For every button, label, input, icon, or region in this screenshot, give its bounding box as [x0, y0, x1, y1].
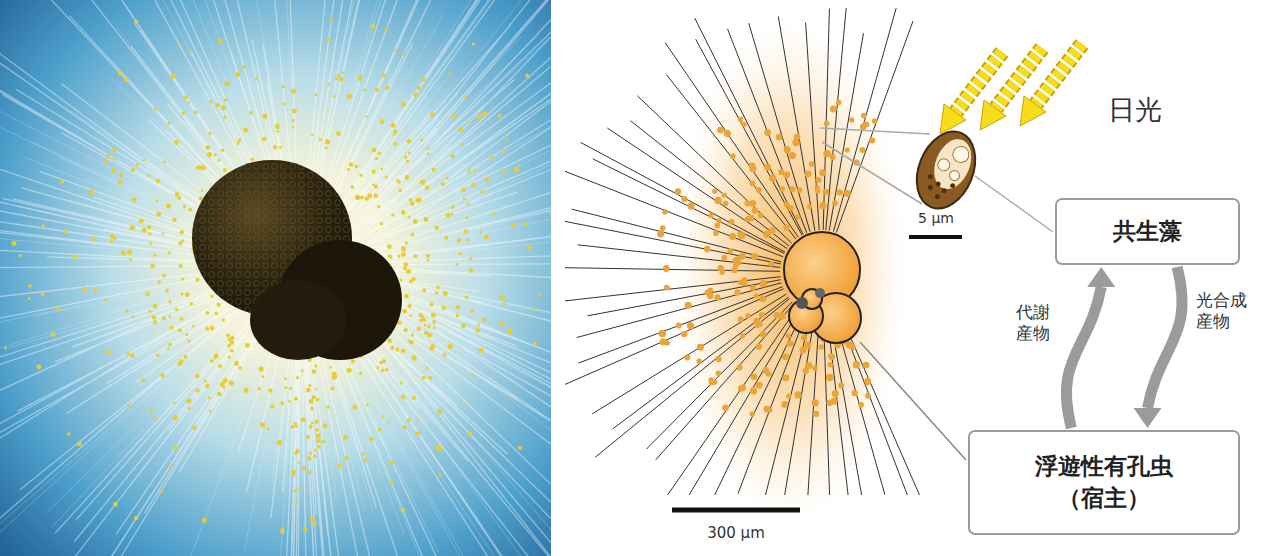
shell-aperture	[815, 288, 825, 298]
arrowhead	[1134, 408, 1162, 428]
sunlight-label: 日光	[1108, 94, 1162, 125]
granule	[935, 181, 941, 187]
photo-spines	[0, 0, 551, 556]
arrow-shaft	[1148, 267, 1183, 408]
box-subtitle: （宿主）	[1058, 483, 1150, 514]
scale-label-wrap: 5 µm	[918, 210, 954, 226]
sunlight-label-wrap: 日光	[1108, 92, 1162, 128]
zoom-line	[822, 142, 922, 204]
shell-illustration	[784, 232, 861, 343]
vacuole	[950, 144, 971, 165]
sunlight-arrows	[940, 44, 1082, 134]
edge-label: 光合成 産物	[1196, 290, 1250, 333]
process-box: 浮遊性有孔虫（宿主）	[968, 430, 1240, 535]
granule	[941, 188, 947, 194]
cell-interior	[927, 134, 978, 195]
scale-label-wrap: 300 µm	[707, 524, 765, 542]
photo-shell	[192, 160, 402, 360]
cytoplasm-glow	[675, 22, 905, 522]
shell-chamber	[250, 280, 346, 360]
sun-arrow-shaft	[1036, 44, 1082, 104]
arrow-shaft	[1066, 287, 1101, 428]
scale-label: 300 µm	[707, 524, 765, 542]
photo-spines	[0, 0, 551, 556]
vacuole	[948, 169, 961, 182]
illustration-spines	[565, 8, 920, 495]
cell-wall	[906, 123, 986, 217]
granule	[927, 184, 933, 190]
leader-line	[975, 176, 1053, 232]
edge-label: 代謝 産物	[1016, 302, 1053, 345]
zoom-line	[820, 128, 930, 134]
photo-dots	[4, 18, 541, 534]
sun-arrow-head	[1020, 96, 1046, 126]
scale-bar	[672, 508, 800, 513]
granule	[950, 182, 956, 188]
box-title: 共生藻	[1113, 216, 1182, 247]
arrowhead	[1087, 267, 1115, 287]
sun-arrow-head	[980, 100, 1006, 130]
scale-bar	[909, 235, 962, 239]
scale-label: 5 µm	[918, 210, 954, 226]
sun-arrow-shaft	[1036, 44, 1082, 104]
sun-arrow-head	[940, 104, 966, 134]
sun-arrow	[1020, 44, 1082, 126]
granule	[927, 174, 933, 180]
granule	[934, 194, 940, 200]
box-title: 浮遊性有孔虫	[1035, 451, 1173, 482]
leader-line	[860, 342, 966, 460]
vacuole	[936, 157, 952, 173]
algal-cell	[906, 123, 986, 217]
process-box: 共生藻	[1055, 198, 1240, 265]
flow-arrow	[1134, 267, 1183, 428]
illustration-algae-dots	[657, 100, 877, 417]
shell-aperture	[796, 297, 808, 309]
flow-arrow	[1066, 267, 1115, 428]
